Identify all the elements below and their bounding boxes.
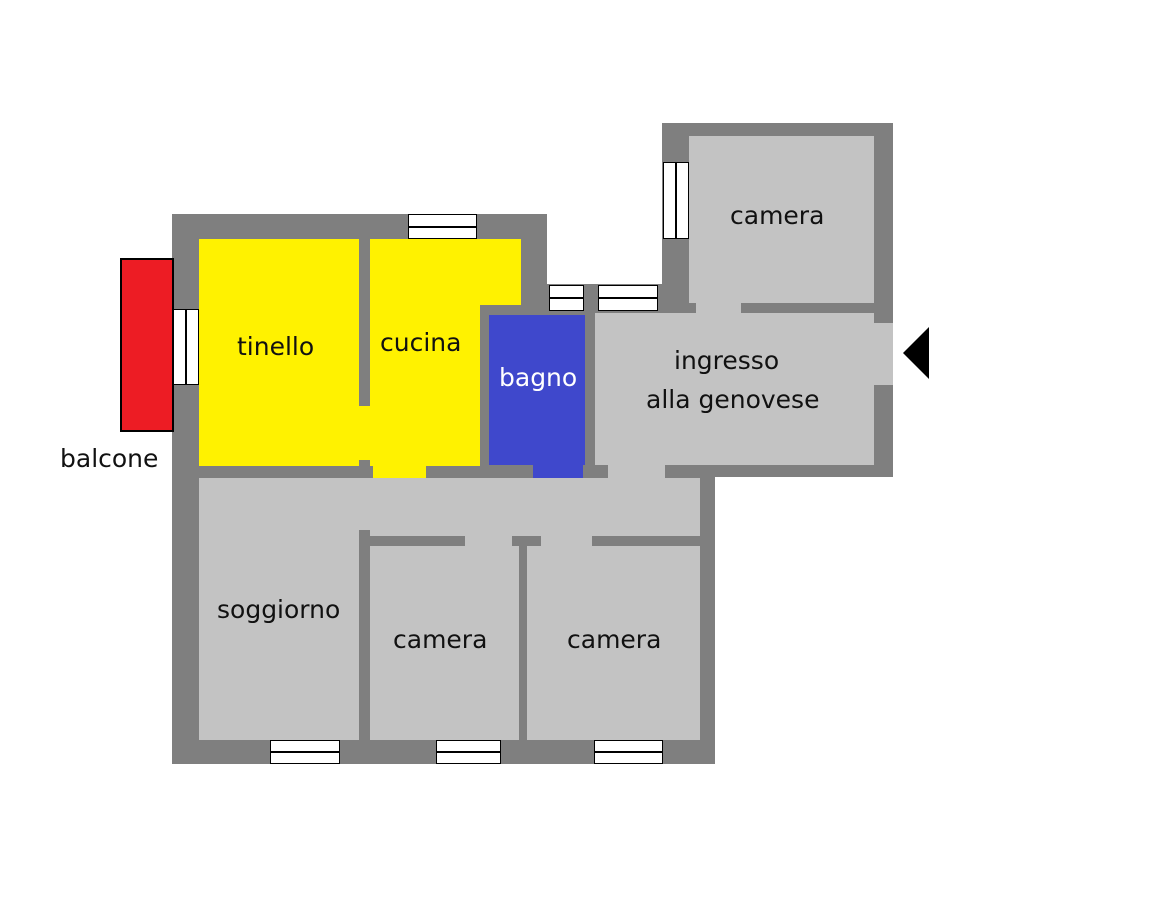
window-camera-top — [663, 162, 689, 239]
door-bagno — [533, 465, 583, 478]
label-ingresso-line1: ingresso — [674, 346, 780, 375]
room-camera-right — [527, 546, 700, 740]
window-camera-mid — [436, 740, 501, 764]
room-ingresso — [595, 313, 874, 465]
label-cucina: cucina — [380, 328, 462, 357]
door-ingresso-corridor — [608, 465, 665, 478]
door-camera-right — [541, 536, 592, 546]
label-tinello: tinello — [237, 332, 315, 361]
door-soggiorno — [359, 478, 370, 530]
window-bagno — [549, 285, 584, 311]
label-bagno: bagno — [499, 363, 578, 392]
room-tinello — [199, 239, 359, 466]
label-balcone: balcone — [60, 444, 159, 473]
window-ingresso — [598, 285, 658, 311]
room-soggiorno — [199, 478, 359, 740]
label-camera-mid: camera — [393, 625, 488, 654]
label-camera-right: camera — [567, 625, 662, 654]
window-soggiorno — [270, 740, 340, 764]
door-camera-top — [696, 303, 741, 313]
entry-arrow-icon — [903, 327, 929, 379]
label-ingresso-line2: alla genovese — [646, 385, 820, 414]
corridor — [370, 478, 700, 536]
room-camera-mid — [370, 546, 519, 740]
room-bagno — [489, 315, 585, 465]
balcony — [120, 258, 174, 432]
door-tinello-cucina — [359, 406, 370, 460]
label-soggiorno: soggiorno — [217, 595, 341, 624]
room-camera-top — [689, 136, 874, 303]
entrance-opening — [874, 323, 893, 385]
label-camera-top: camera — [730, 201, 825, 230]
window-camera-right — [594, 740, 663, 764]
door-camera-mid — [465, 536, 512, 546]
window-cucina — [408, 214, 477, 239]
balcony-door — [173, 309, 199, 385]
door-cucina-corridor — [373, 466, 426, 478]
